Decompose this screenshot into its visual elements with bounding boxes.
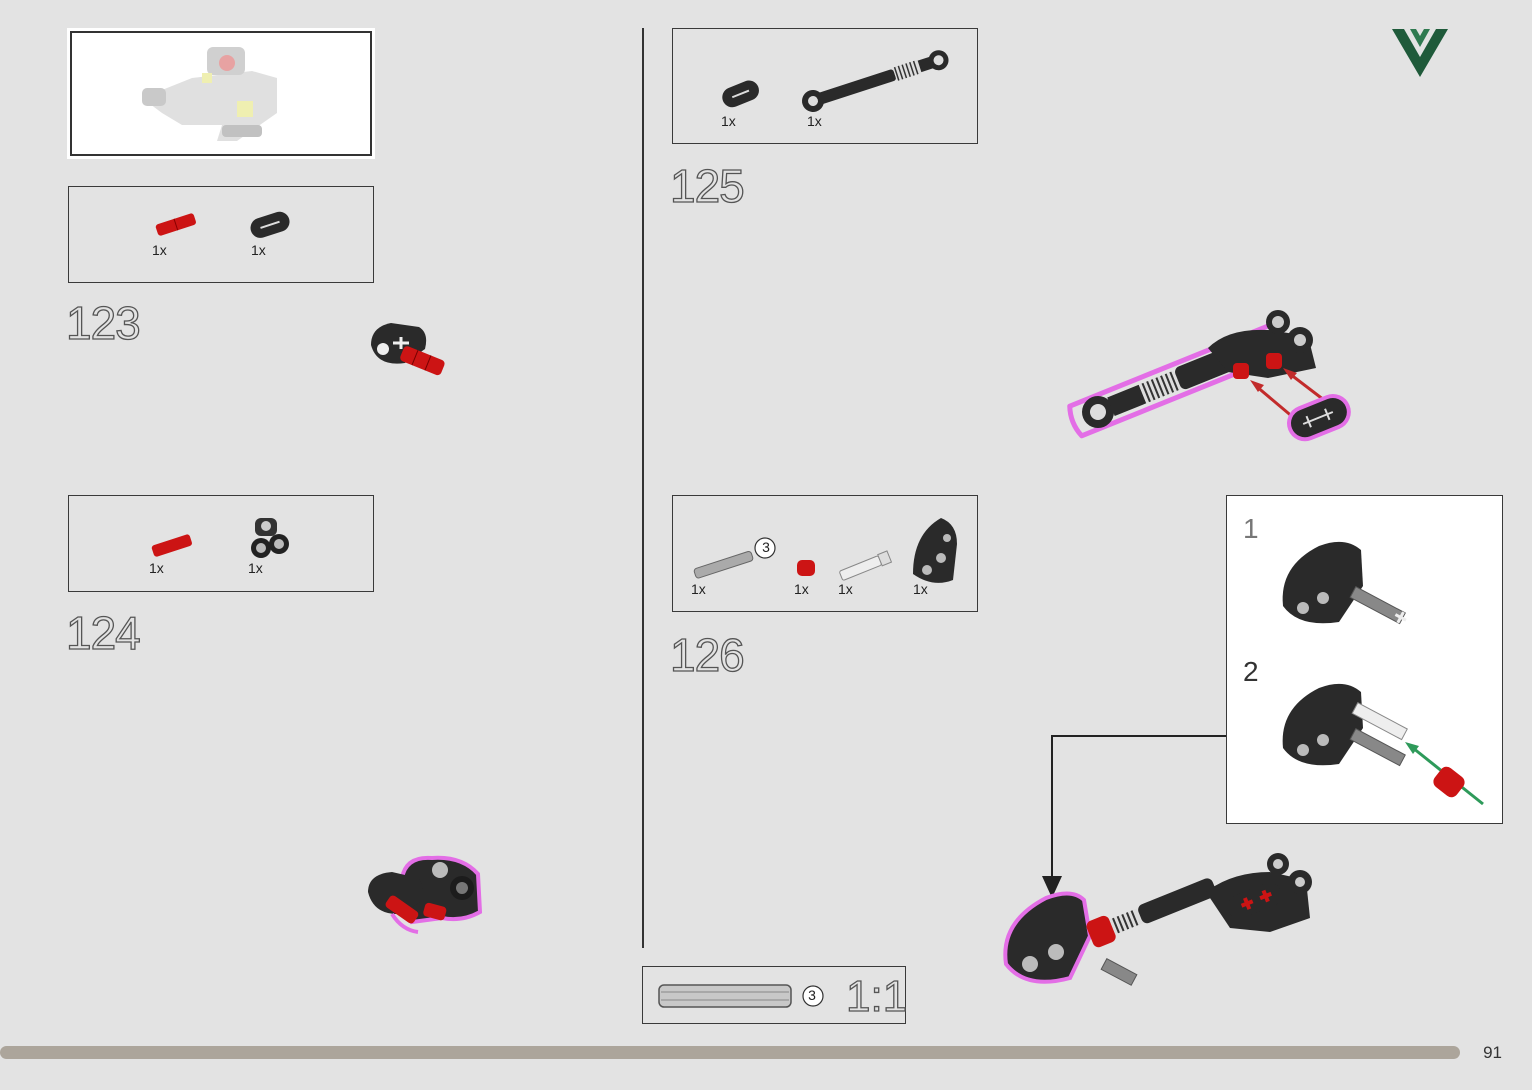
assembly-illustration-123 [365,315,465,385]
parts-illustration-123 [69,187,375,284]
qty-label: 1x [149,560,164,576]
qty-label: 1x [807,113,822,129]
reference-box [70,31,372,156]
parts-list-step-123 [68,186,374,283]
page-divider [642,28,644,948]
assembly-illustration-124 [362,852,482,942]
parts-illustration-124 [69,496,375,593]
qty-label: 1x [721,113,736,129]
parts-list-step-125 [672,28,978,144]
step-number-126: 126 [670,628,744,682]
assembly-illustration-125 [1068,308,1368,448]
step-number-125: 125 [670,159,744,213]
parts-list-step-126 [672,495,978,612]
qty-label: 1x [248,560,263,576]
qty-label: 1x [913,581,928,597]
parts-illustration-125 [673,29,979,145]
qty-label: 1x [691,581,706,597]
page-progress-bar [0,1046,1460,1059]
qty-label: 1x [251,242,266,258]
qty-label: 1x [794,581,809,597]
parts-illustration-126 [673,496,979,613]
gauge-badge: 3 [802,987,822,1003]
substep-callout [1226,495,1503,824]
substep-illustrations [1227,496,1504,825]
qty-label: 1x [838,581,853,597]
reference-assembly-illustration [72,33,374,158]
length-badge: 3 [756,539,776,555]
parts-list-step-124 [68,495,374,592]
assembly-illustration-126 [1000,852,1320,1002]
step-number-123: 123 [66,296,140,350]
substep-number-1: 1 [1243,513,1259,545]
page-number: 91 [1483,1043,1502,1063]
scale-ratio: 1:1 [846,972,907,1022]
step-number-124: 124 [66,606,140,660]
substep-number-2: 2 [1243,656,1259,688]
brand-logo-icon [1390,27,1450,79]
qty-label: 1x [152,242,167,258]
